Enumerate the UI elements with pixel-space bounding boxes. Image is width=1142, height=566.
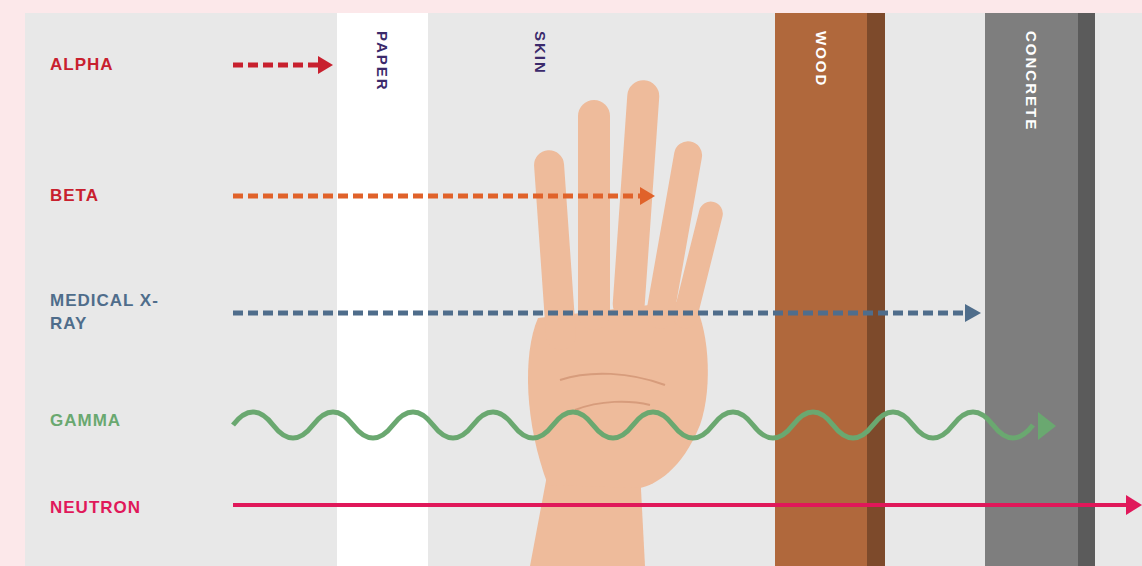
radiation-label: ALPHA <box>50 54 114 77</box>
arrowhead <box>1126 495 1142 515</box>
arrowhead <box>1038 412 1056 440</box>
arrowhead <box>640 187 655 205</box>
material-label: SKIN <box>532 31 549 75</box>
finger <box>533 149 577 351</box>
paper-band <box>337 13 428 566</box>
hand-figure <box>528 79 725 566</box>
arrowhead <box>965 304 981 322</box>
radiation-label: GAMMA <box>50 410 121 433</box>
concrete-band <box>985 13 1095 566</box>
arrowhead <box>318 56 333 74</box>
alpha-ray <box>233 63 318 68</box>
radiation-label: BETA <box>50 185 99 208</box>
xray-ray <box>233 311 966 316</box>
shield-band: WOOD <box>775 13 867 566</box>
radiation-label: NEUTRON <box>50 497 141 520</box>
band-label: PAPER <box>374 31 391 92</box>
wood-band-side <box>867 13 885 566</box>
palm-crease <box>560 374 665 385</box>
panel-ground <box>25 13 1142 566</box>
wood-band <box>775 13 885 566</box>
concrete-band-side <box>1078 13 1095 566</box>
neutron-ray <box>233 503 1128 507</box>
palm-crease <box>575 402 650 410</box>
shield-band: PAPER <box>337 13 428 566</box>
beta-ray <box>233 194 641 199</box>
finger <box>578 100 610 330</box>
band-label: WOOD <box>813 31 830 87</box>
radiation-label: MEDICAL X-RAY <box>50 290 160 336</box>
band-label: CONCRETE <box>1023 31 1040 131</box>
shield-band: CONCRETE <box>985 13 1078 566</box>
gamma-wave <box>233 412 1033 438</box>
